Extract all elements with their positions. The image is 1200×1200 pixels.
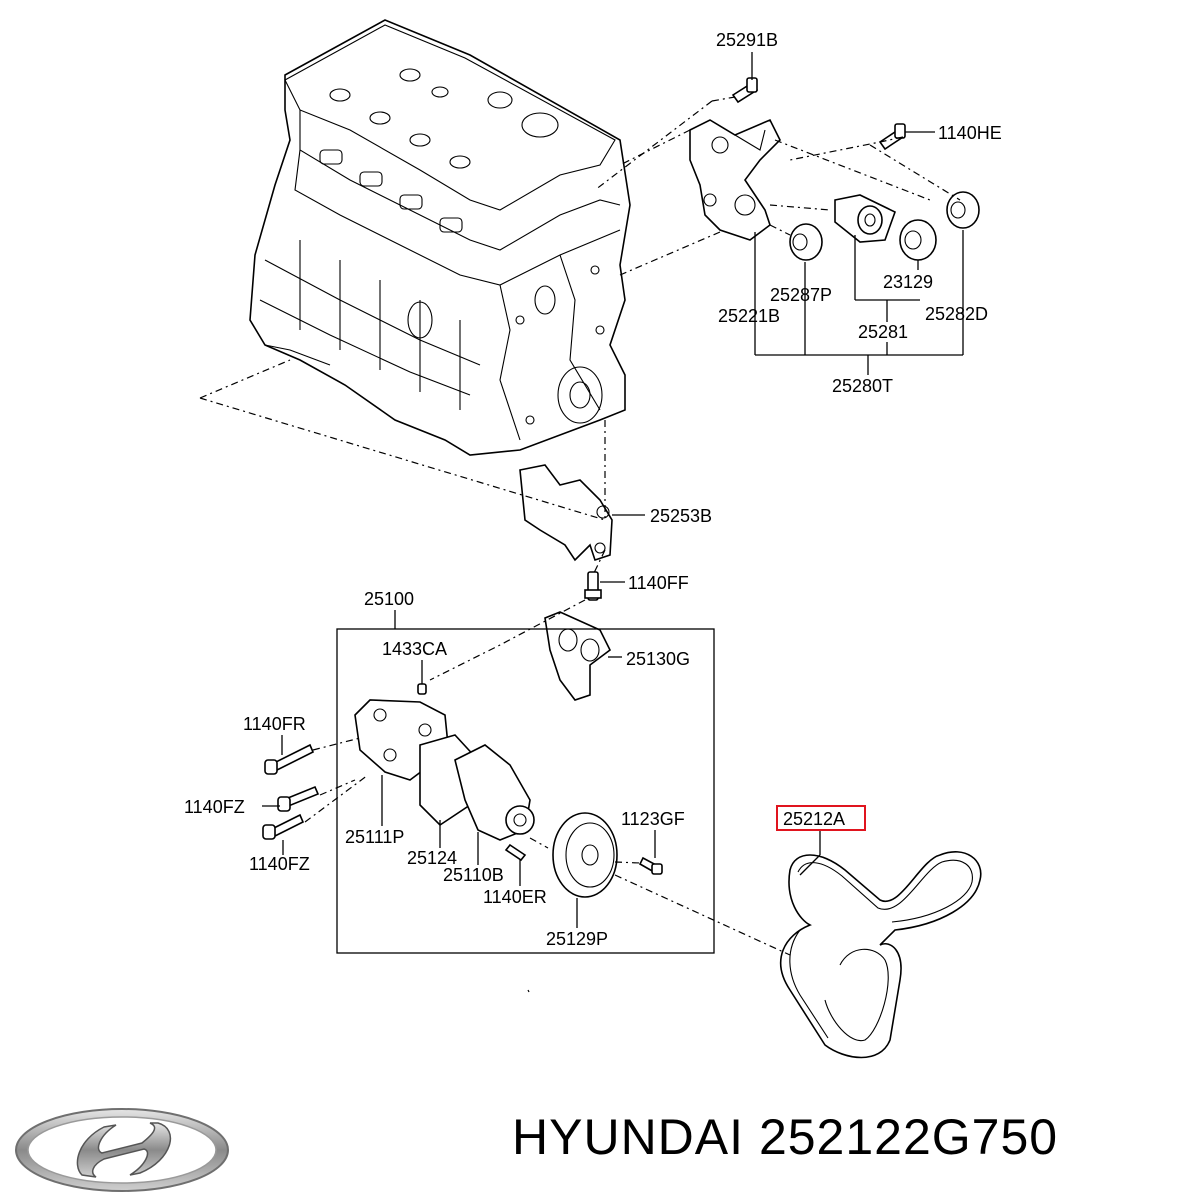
label-25282D: 25282D (925, 304, 988, 324)
bolt-1140FR (264, 743, 315, 775)
water-pump-group-box (336, 628, 715, 954)
plug-1433CA (417, 683, 427, 695)
bolt-1140FZ-lower (262, 813, 305, 840)
idler-pulley-25287P (789, 223, 823, 261)
drive-belt-25212A (779, 851, 982, 1059)
water-pump-25110B (454, 744, 535, 841)
label-25280T: 25280T (832, 376, 893, 396)
label-25111P: 25111P (345, 827, 404, 847)
label-25110B: 25110B (443, 865, 504, 885)
label-1140HE: 1140HE (938, 123, 1002, 143)
tensioner-pulley-25281 (834, 194, 896, 243)
bolt-1140ER (504, 843, 527, 862)
bolt-1140HE (878, 123, 906, 151)
idler-pulley-23129 (899, 219, 937, 261)
leader-lines (199, 96, 961, 993)
pulley-25129P (552, 812, 618, 898)
label-1433CA: 1433CA (382, 639, 447, 659)
bolt-1123GF (638, 856, 663, 875)
idler-pulley-25282D (946, 191, 980, 229)
tensioner-assembly (689, 118, 781, 241)
label-25124: 25124 (407, 848, 457, 868)
label-1140FZ-lower: 1140FZ (249, 854, 310, 874)
brand-name: HYUNDAI (512, 1109, 745, 1165)
gasket-25130G (544, 611, 612, 701)
label-25291B: 25291B (716, 30, 778, 50)
label-25221B: 25221B (718, 306, 780, 326)
bolt-25291B (731, 77, 759, 104)
callout-lines (262, 52, 964, 928)
highlight-box-25212A (776, 805, 866, 831)
bracket-25253B (519, 464, 613, 562)
label-25253B: 25253B (650, 506, 712, 526)
label-1140FR: 1140FR (243, 714, 306, 734)
hyundai-logo-icon (15, 1108, 229, 1192)
part-labels: 25291B 1140HE 23129 25287P 25221B 25281 … (184, 30, 1002, 949)
bolt-1140FF (584, 571, 602, 601)
label-1140FZ-upper: 1140FZ (184, 797, 245, 817)
label-25129P: 25129P (546, 929, 608, 949)
part-caption: HYUNDAI 252122G750 (512, 1108, 1192, 1166)
label-1140ER: 1140ER (483, 887, 547, 907)
label-25281: 25281 (858, 322, 908, 342)
label-25100: 25100 (364, 589, 414, 609)
label-1123GF: 1123GF (621, 809, 685, 829)
engine-block (249, 19, 631, 456)
label-25212A: 25212A (783, 809, 845, 829)
label-1140FF: 1140FF (628, 573, 689, 593)
part-number: 252122G750 (758, 1109, 1059, 1165)
bolt-1140FZ-upper (277, 785, 320, 812)
label-25287P: 25287P (770, 285, 832, 305)
label-23129: 23129 (883, 272, 933, 292)
label-25130G: 25130G (626, 649, 690, 669)
